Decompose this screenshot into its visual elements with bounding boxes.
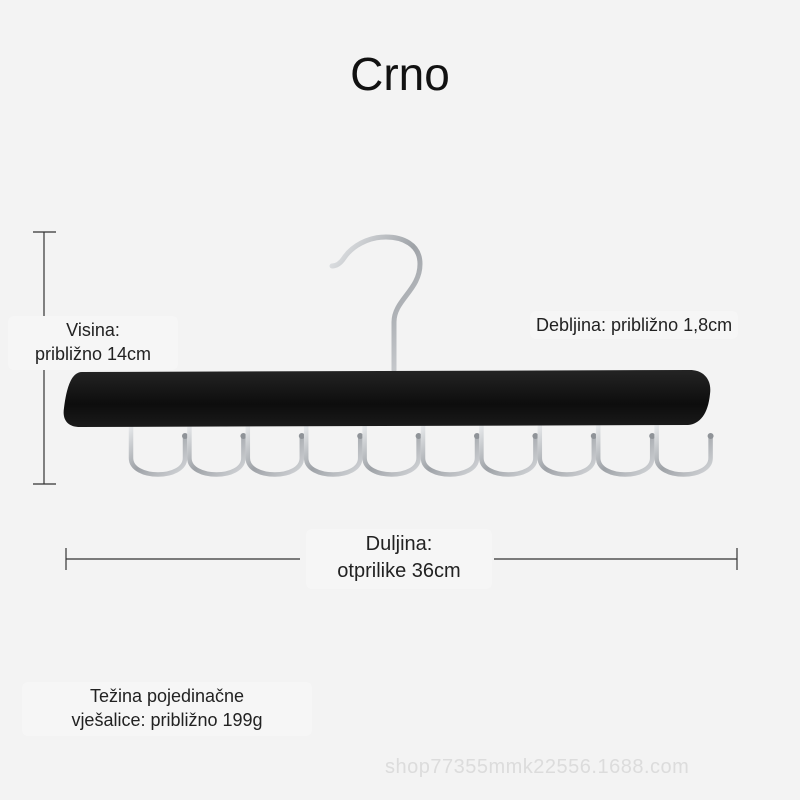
length-dimension-line (65, 548, 738, 570)
metal-hook (362, 421, 421, 477)
metal-hook (245, 421, 305, 477)
hanger-top-hook (329, 234, 423, 373)
weight-label-line2: vješalice: približno 199g (71, 710, 263, 730)
metal-hook (537, 421, 597, 477)
hook-tip (240, 433, 247, 439)
metal-hook (420, 421, 480, 477)
metal-hook (595, 421, 655, 477)
hook-tip (474, 433, 480, 439)
hook-tip (649, 433, 656, 439)
hook-tip (182, 433, 188, 439)
hook-tip (532, 433, 539, 439)
thickness-label: Debljina: približno 1,8cm (530, 311, 739, 339)
height-label-line1: Visina: (66, 320, 120, 340)
metal-hook (303, 421, 363, 477)
hook-tip (590, 433, 597, 439)
metal-hook (479, 421, 538, 477)
length-label: Duljina: otprilike 36cm (306, 529, 492, 589)
weight-label-line1: Težina pojedinačne (89, 686, 245, 706)
length-label-line2: otprilike 36cm (337, 560, 461, 582)
metal-hook (128, 421, 188, 477)
height-label-line2: približno 14cm (34, 344, 152, 364)
hook-tip (415, 433, 422, 439)
watermark: shop77355mmk22556.1688.com (385, 756, 690, 778)
metal-hook (654, 421, 713, 477)
hook-tip (707, 433, 714, 439)
weight-label: Težina pojedinačne vješalice: približno … (22, 682, 312, 736)
page-title: Crno (350, 48, 450, 100)
length-label-line1: Duljina: (365, 533, 433, 555)
hook-tip (298, 433, 305, 439)
hook-tip (357, 433, 364, 439)
height-label: Visina: približno 14cm (8, 316, 178, 370)
hanger-bar (63, 370, 711, 427)
metal-hook (187, 421, 246, 477)
hook-row (128, 421, 714, 477)
